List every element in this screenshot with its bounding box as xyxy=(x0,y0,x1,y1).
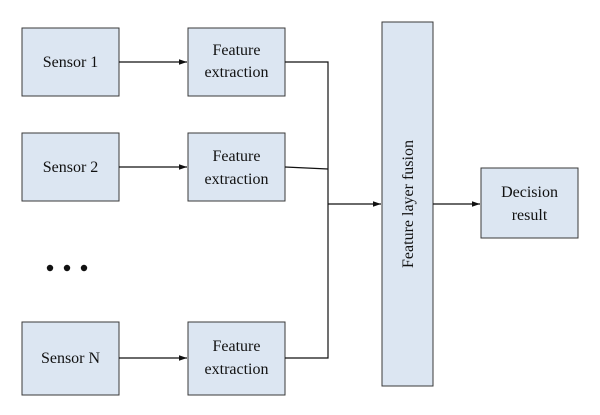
ellipsis-dots xyxy=(46,264,88,272)
extraction-2-to-bus-line xyxy=(284,166,329,170)
feature-extraction-box-1: Feature extraction xyxy=(187,27,286,97)
ellipsis-dot xyxy=(80,264,88,272)
feature-extraction-label-line2: extraction xyxy=(205,361,269,378)
feature-extraction-box-2: Feature extraction xyxy=(187,132,286,202)
feature-extraction-box-n: Feature extraction xyxy=(187,321,286,396)
feature-layer-fusion-box: Feature layer fusion xyxy=(381,21,434,387)
decision-result-label-line1: Decision xyxy=(501,184,558,201)
ellipsis-dot xyxy=(63,264,71,272)
feature-extraction-label-line1: Feature xyxy=(213,42,261,59)
sensor-2-box: Sensor 2 xyxy=(21,132,120,202)
feature-extraction-label-line1: Feature xyxy=(213,338,261,355)
sensor-n-box: Sensor N xyxy=(21,321,120,396)
feature-extraction-label-line2: extraction xyxy=(205,64,269,81)
sensor-1-label: Sensor 1 xyxy=(43,54,99,71)
decision-result-label-line2: result xyxy=(512,207,548,224)
feature-extraction-label-line1: Feature xyxy=(213,148,261,165)
sensor-n-label: Sensor N xyxy=(41,350,101,367)
feature-layer-fusion-label: Feature layer fusion xyxy=(400,140,417,268)
feature-extraction-label-line2: extraction xyxy=(205,171,269,188)
extraction-to-fusion-bus xyxy=(285,61,329,359)
ellipsis-dot xyxy=(46,264,54,272)
sensor-2-label: Sensor 2 xyxy=(43,159,99,176)
sensor-1-box: Sensor 1 xyxy=(21,27,120,97)
decision-result-box: Decision result xyxy=(480,167,579,239)
